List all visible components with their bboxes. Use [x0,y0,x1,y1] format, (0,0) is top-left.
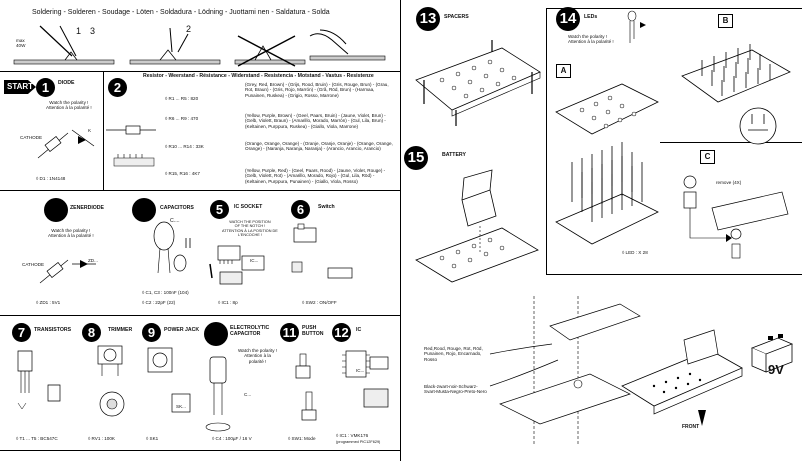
page-divider [400,0,401,461]
step-1-label: 1 [76,26,82,36]
cap-designator: C... [244,392,252,397]
cathode-label: CATHODE [22,262,45,267]
step-2-label: 2 [186,24,192,34]
k-label: K [88,128,92,133]
divider [0,450,400,451]
battery-voltage: 9V [768,362,784,377]
soldering-illustration: max 40W 1 3 2 [10,22,395,70]
step-number: 15 [404,146,428,170]
part-c4: ◊ C4 : 100µF / 16 V [212,436,252,441]
switch-title: Switch [318,204,335,210]
polarity-note: Watch the polarity ! Attention à la pola… [238,348,278,364]
label-c: C [700,150,715,164]
part-ic1-socket: ◊ IC1 : 8p [218,300,238,305]
electrolytic-title: ELECTROLYTIC CAPACITOR [230,325,270,337]
diode-title: DIODE [58,80,75,86]
label-b: B [718,14,733,28]
step-number: 2 [108,78,127,97]
step-number [204,322,228,346]
push-button-title: PUSH BUTTON [302,325,324,337]
step-number [132,198,156,222]
part-sw1: ◊ SW1: Mode [288,436,316,441]
resistor-colors: (Yellow, Purple, Brown) - (Geel, Paars, … [245,113,386,129]
step-3-label: 3 [90,26,96,36]
soldering-drawing [13,25,386,67]
step-number: 8 [82,323,101,342]
divider [0,71,400,72]
step-number: 14 [556,7,580,31]
polarity-note: Watch the polarity ! Attention à la pola… [48,228,94,239]
step-number: 9 [142,323,161,342]
divider [0,190,400,191]
resistor-part: ◊ R6 ... R9 : 470 [165,116,199,121]
ic-designator: IC... [250,258,259,263]
red-wire-label: Red,Rood, Rouge, Rot, Röd, Punainen, Roj… [424,346,483,362]
step-number: 11 [280,323,299,342]
step-number: 6 [291,200,310,219]
resistor-colors: (Orange, Orange, Orange) - (Oranje, Oran… [245,141,393,152]
part-d1: ◊ D1 : 1N4148 [36,176,66,181]
power-jack-title: POWER JACK [164,327,200,333]
leds-title: LEDs [584,14,598,20]
black-wire-label: Black-zwart-noir-Schwarz- Svart-Musta-Ne… [424,384,487,395]
iron-wattage: max 40W [16,38,26,49]
soldering-header: Soldering - Solderen - Soudage - Löten -… [32,9,330,16]
part-zd1: ◊ ZD1 : 5V1 [36,300,61,305]
ic-socket-title: IC SOCKET [234,204,263,210]
spacers-title: SPACERS [444,14,469,20]
cathode-label: CATHODE [20,135,43,140]
sk-designator: SK... [176,404,186,409]
part-sk1: ◊ SK1 [146,436,159,441]
part-sw2: ◊ SW2 : ON/OFF [302,300,337,305]
ic-title: IC [356,327,362,333]
resistor-part: ◊ R10 ... R14 : 33K [165,144,204,149]
front-label: FRONT [682,424,700,430]
step-number: 5 [210,200,229,219]
polarity-note: Watch the polarity ! Attention à la pola… [568,34,614,45]
start-label: START [7,82,34,91]
divider [546,8,802,9]
capacitor-designator: C.... [170,218,180,224]
resistor-colors: (Yellow, Purple, Red) - (Geel, Paars, Ro… [245,168,386,184]
part-ic1: ◊ IC1 : VMK176 [336,433,369,438]
ic-designator: IC... [356,368,365,373]
zener-title: ZENERDIODE [70,205,105,211]
capacitors-title: CAPACITORS [160,205,194,211]
battery-title: BATTERY [442,152,466,158]
part-rv1: ◊ RV1 : 100K [88,436,115,441]
step-number: 12 [332,323,351,342]
transistors-title: TRANSISTORS [34,327,72,333]
part-c2: ◊ C2 : 22pF (22) [142,300,176,305]
resistor-part: ◊ R1 ... R5 : 820 [165,96,199,101]
notch-note: WATCH THE POSITION OF THE NOTCH ! ATTENT… [222,220,278,238]
step-number: 7 [12,323,31,342]
resistor-colors: (Grey, Red, Brown) - (Grijs, Rood, Bruin… [245,82,389,98]
resistor-header: Resistor - Weerstand - Résistance - Wide… [143,73,374,79]
divider [546,8,547,274]
trimmer-title: TRIMMER [108,327,133,333]
step-number: 1 [36,78,55,97]
part-c1-c3: ◊ C1, C3 : 100nF (104) [142,290,189,295]
part-transistors: ◊ T1 ... T5 : BC547C [16,436,58,441]
part-ic1-sub: (programmed PIC12F629) [336,440,381,444]
resistor-part: ◊ R15, R16 : 4K7 [165,171,200,176]
zd-label: ZD... [88,258,98,263]
step-number: 13 [416,7,440,31]
divider [0,315,400,316]
step-number [44,198,68,222]
divider [546,274,802,275]
label-a: A [556,64,571,78]
divider [103,71,104,190]
polarity-note: Watch the polarity ! Attention à la pola… [46,100,92,111]
part-led: ◊ LED : X 28 [622,250,648,255]
remove-note: remove (4X) [716,180,742,185]
divider [660,142,802,143]
